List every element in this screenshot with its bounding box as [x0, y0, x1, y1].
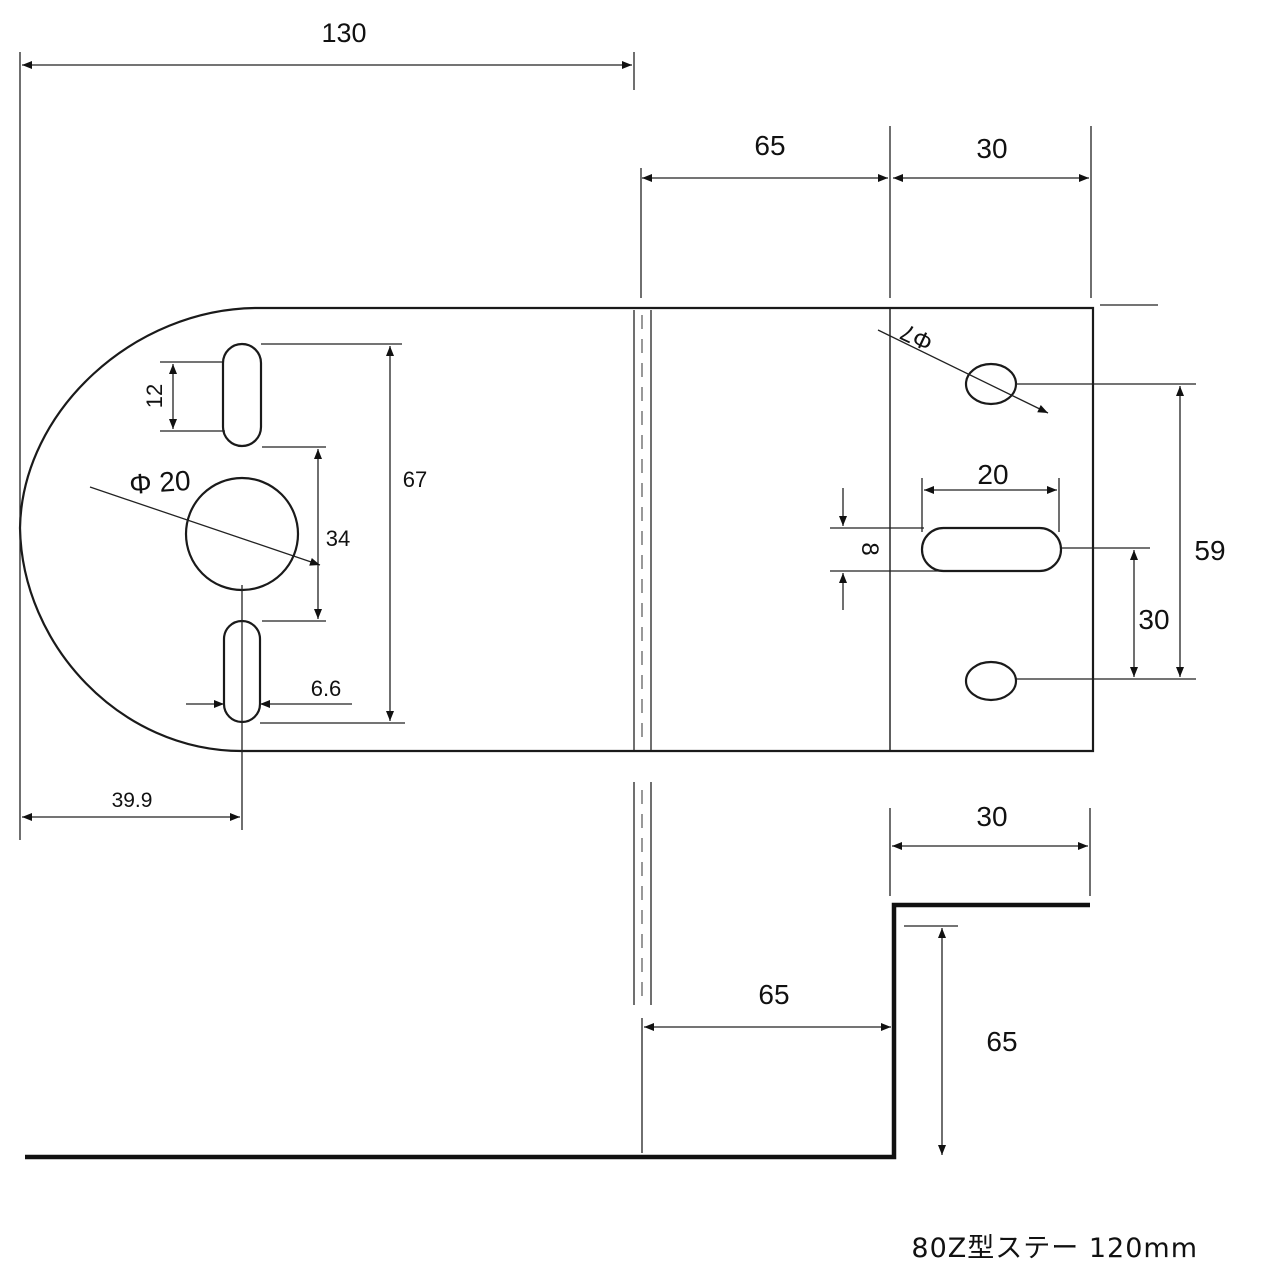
extension-lines-plan: [19, 52, 1196, 896]
label-65-side-vertical: 65: [986, 1026, 1017, 1057]
label-30-top: 30: [976, 133, 1007, 164]
upper-slot: [221, 342, 263, 448]
label-39-9: 39.9: [112, 789, 153, 812]
drawing-caption: 80Z型ステー 120mm: [911, 1233, 1198, 1264]
upper-small-hole: [964, 362, 1018, 406]
label-30-pitch: 30: [1138, 604, 1169, 635]
leader-phi7: [877, 329, 1049, 414]
label-59: 59: [1194, 535, 1225, 566]
label-130: 130: [321, 18, 366, 48]
label-8: 8: [856, 542, 883, 555]
label-phi20: Φ 20: [128, 465, 191, 500]
lower-small-hole: [964, 660, 1018, 702]
dimension-lines: [22, 61, 1184, 1155]
leader-phi20: [89, 486, 321, 566]
side-profile-view: [25, 782, 1090, 1160]
plate-plan-view: [18, 306, 1095, 753]
label-6-6: 6.6: [311, 676, 342, 701]
label-30-side: 30: [976, 801, 1007, 832]
label-34: 34: [326, 526, 350, 551]
side-profile: [25, 902, 1090, 1160]
label-65-side-horizontal: 65: [758, 979, 789, 1010]
label-65-top: 65: [754, 130, 785, 161]
label-phi7: Φ7: [896, 318, 937, 356]
center-slot: [920, 526, 1063, 573]
center-hole: [184, 476, 300, 592]
label-12: 12: [142, 384, 167, 408]
label-20-slot: 20: [977, 459, 1008, 490]
plate-outline: [18, 306, 1095, 753]
label-67: 67: [403, 467, 427, 492]
